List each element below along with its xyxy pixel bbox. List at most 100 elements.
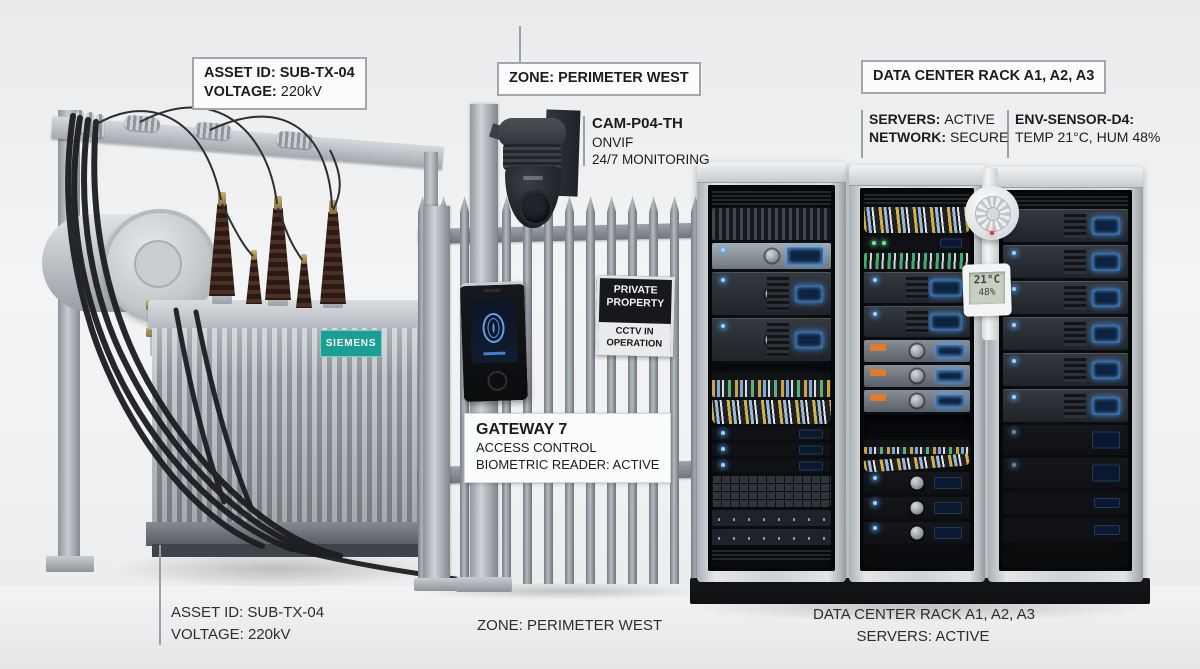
fence-pale [670,196,679,584]
rack-server [1003,353,1128,386]
asset-tag [870,344,886,351]
status-led-icon [721,324,725,328]
servers-status: SERVERS:ACTIVE [869,111,995,127]
post-insulator [96,114,104,138]
detector-center [986,207,1000,221]
rack-recess [864,415,970,437]
asset-id-line: ASSET ID: SUB-TX-04 [204,65,355,81]
rack-server [864,390,970,412]
server-display [934,502,962,514]
leader-line [159,545,161,645]
server-display [1094,525,1120,535]
server-display [1092,253,1120,271]
ptz-camera-body [503,144,561,170]
reader-speaker-slot [484,288,501,293]
camera-brand-bar [523,176,543,180]
camera-callout: CAM-P04-TH ONVIF 24/7 MONITORING [592,114,710,169]
lcd-temp-value: 21°C [973,272,1001,287]
server-display [799,429,823,438]
network-status: NETWORK:SECURE [869,129,1009,146]
server-display [799,445,823,454]
server-display [934,477,962,489]
detector-led-icon [990,231,994,235]
server-display [930,313,962,331]
smoke-detector [965,186,1019,240]
status-led-icon [872,241,876,245]
asset-tag [870,394,886,401]
fence-pale [544,196,553,584]
drive-row [712,529,831,545]
status-led-icon [721,278,725,282]
status-led-icon [1012,323,1016,327]
server-display [787,247,823,265]
bushing-cap [301,254,307,264]
status-led-icon [721,463,725,467]
gantry-post-base [46,556,94,572]
lcd-screen: 21°C 48% [968,271,1005,305]
server-display [936,345,964,357]
status-led-icon [721,447,725,451]
fence-post-base [414,578,460,591]
rack-filler [712,563,831,567]
rack-server [864,472,970,494]
rack-filler [1003,545,1128,567]
rack-server [1003,281,1128,314]
cable-bundle [864,253,970,269]
server-display [1092,464,1120,482]
status-led-icon [873,476,877,480]
conservator-hub [134,240,182,288]
sign-top-text: PRIVATE PROPERTY [606,283,665,310]
server-display [936,370,964,382]
bushing-cap [274,196,282,210]
rack-a1-cavity [708,185,835,571]
fence-pale [649,196,658,584]
voltage-line: VOLTAGE:220kV [204,84,322,101]
hdd-grid [712,475,831,507]
rack-server [712,243,831,269]
status-led-icon [873,278,877,282]
fence-pale [691,196,700,584]
rack-gap [712,364,831,370]
vent-grille [712,548,831,560]
camera-pole-base [456,577,512,592]
rack-server [1003,518,1128,542]
rack-server [1003,458,1128,488]
lv-bushing [296,262,312,308]
rack-a1 [697,162,846,582]
status-led-icon [873,501,877,505]
server-display [936,395,964,407]
server-display [1094,498,1120,508]
switch-display [940,238,962,248]
rack-server [712,272,831,315]
lcd-humidity-value: 48% [978,286,996,299]
status-led-icon [1012,463,1016,467]
rack-server [864,272,970,303]
rack-server [864,340,970,362]
bushing-cap [218,192,226,206]
zone-callout-box: ZONE: PERIMETER WEST [497,62,701,97]
rack-server [1003,389,1128,422]
leader-line [1007,110,1009,158]
status-led-icon [1012,430,1016,434]
rack-server [864,306,970,337]
drive-row [712,510,831,526]
fence-pales [418,196,700,584]
rack-server [1003,245,1128,278]
vent-grille [712,189,831,205]
rack-a3 [988,167,1143,582]
leader-line [861,110,863,158]
rack-server [1003,425,1128,455]
fence-pale [586,196,595,584]
fence-pale [628,196,637,584]
server-display [1092,361,1120,379]
fence-pale [607,196,616,584]
reader-keypad-ring [487,370,508,392]
status-led-icon [1012,251,1016,255]
rack-server [1003,491,1128,515]
biometric-reader [459,280,529,403]
cable-bundle [864,207,970,233]
cable-sweep [863,453,971,473]
transformer-caption: ASSET ID: SUB-TX-04 VOLTAGE: 220kV [171,604,325,643]
